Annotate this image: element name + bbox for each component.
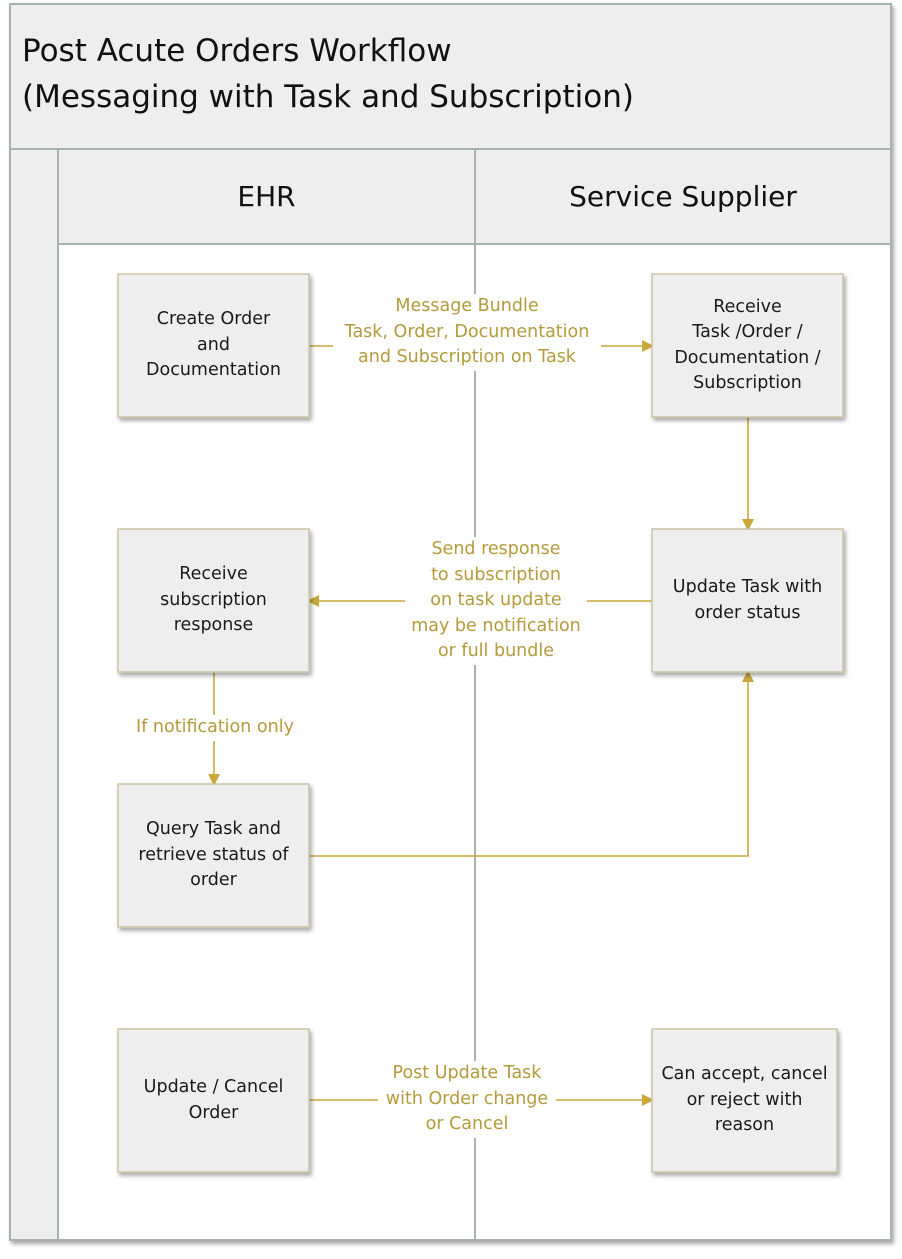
node-box-accept-cancel — [651, 1028, 838, 1173]
edge-label-post-update-task: Post Update Task with Order change or Ca… — [378, 1061, 556, 1138]
node-update-task: Update Task with order status — [672, 577, 823, 623]
node-accept-cancel-reject: Can accept, cancel or reject with reason — [661, 1064, 828, 1136]
edge-label-message-bundle: Message Bundle Task, Order, Documentatio… — [333, 294, 601, 371]
node-box-create-order — [117, 273, 310, 418]
title-band — [9, 3, 892, 150]
lane-header-service-supplier: Service Supplier — [569, 179, 797, 213]
lane-header-ehr-bg — [57, 148, 476, 245]
node-box-update-task — [651, 528, 844, 673]
edge-label-if-notification-only: If notification only — [124, 715, 306, 741]
diagram-title: Post Acute Orders Workflow (Messaging wi… — [22, 33, 634, 115]
lane-header-supplier-bg — [474, 148, 892, 245]
edge-label-send-response: Send response to subscription on task up… — [405, 537, 587, 665]
node-update-cancel-order: Update / Cancel Order — [143, 1077, 284, 1123]
pool-side-band — [9, 148, 59, 1241]
node-box-receive-task — [651, 273, 844, 418]
node-box-query-task — [117, 783, 310, 928]
node-layer — [117, 273, 844, 1173]
edge-query-to-update — [309, 670, 754, 857]
node-box-update-cancel — [117, 1028, 310, 1173]
lane-header-ehr: EHR — [237, 179, 296, 213]
node-receive-subscription: Receive subscription response — [160, 564, 267, 636]
node-query-task: Query Task and retrieve status of order — [138, 819, 289, 891]
node-create-order: Create Order and Documentation — [146, 309, 281, 381]
node-box-receive-subscription — [117, 528, 310, 673]
node-receive-task: Receive Task /Order / Documentation / Su… — [674, 296, 821, 394]
